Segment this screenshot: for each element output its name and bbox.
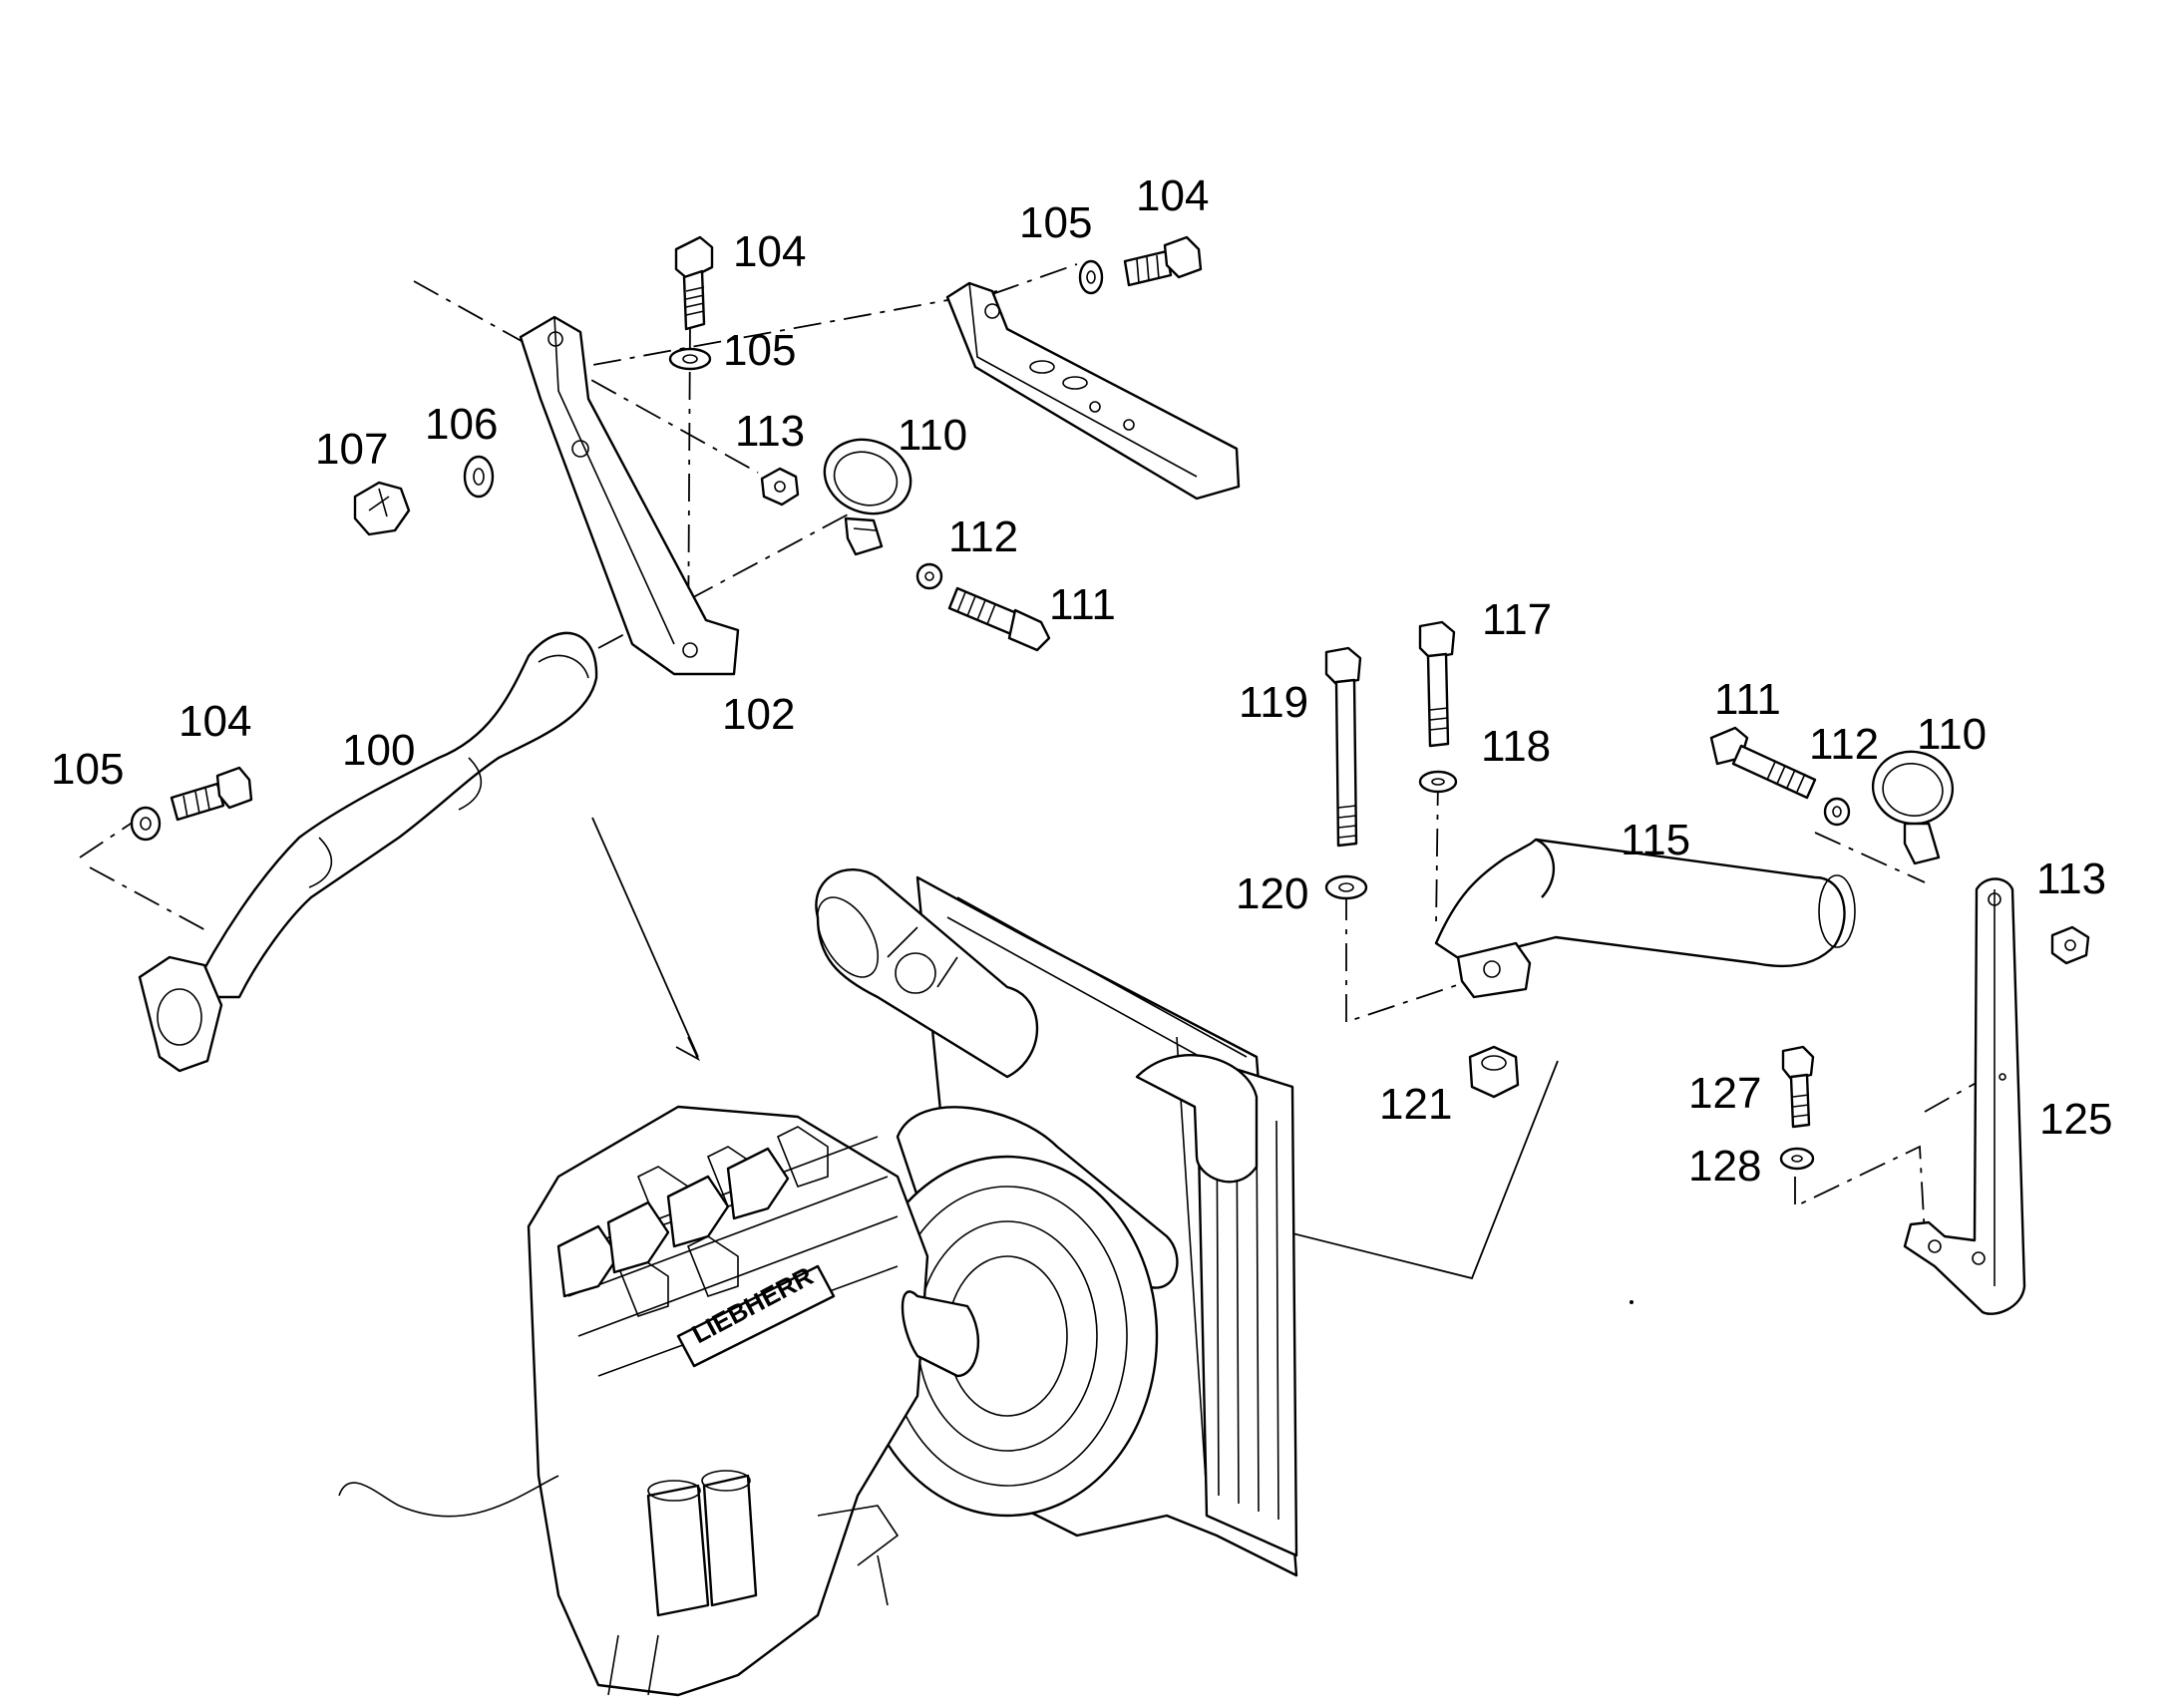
- callout-labels: 104 105 113 110 107 106 112 111 102 105 …: [51, 171, 2112, 1191]
- washer-118: [1418, 770, 1458, 794]
- nut-107: [353, 481, 411, 536]
- bolt-117: [1418, 620, 1456, 748]
- callout-112-top: 112: [948, 512, 1018, 561]
- bolt-104-top: [674, 235, 714, 331]
- washer-112-right: [1823, 797, 1851, 827]
- bolt-127: [1781, 1045, 1815, 1129]
- callout-119: 119: [1239, 678, 1308, 727]
- pipe-115: [1434, 838, 1856, 999]
- callout-102: 102: [722, 690, 795, 739]
- bracket-top-right: [945, 281, 1241, 501]
- bolt-111-top: [947, 586, 1051, 652]
- exhaust-pipe-100: [138, 631, 598, 1073]
- callout-125: 125: [2039, 1095, 2112, 1144]
- callout-128: 128: [1688, 1142, 1761, 1191]
- callout-127: 127: [1688, 1069, 1761, 1118]
- clamp-110-right: [1871, 750, 1955, 865]
- nut-113-top: [760, 467, 800, 507]
- callout-121: 121: [1379, 1080, 1452, 1129]
- washer-106: [463, 455, 495, 499]
- callout-104-top: 104: [733, 227, 806, 276]
- washer-105-top: [668, 347, 712, 371]
- callout-100: 100: [342, 726, 415, 775]
- washer-105-right: [1078, 259, 1104, 295]
- callout-107: 107: [315, 425, 388, 474]
- washer-120: [1324, 874, 1368, 900]
- callout-104-left: 104: [179, 697, 251, 746]
- callout-110-right: 110: [1917, 710, 1987, 759]
- callout-118: 118: [1481, 722, 1551, 771]
- washer-105-left: [130, 806, 162, 842]
- bolt-104-right: [1123, 235, 1203, 287]
- nut-113-right: [2050, 925, 2090, 965]
- bracket-102: [519, 315, 740, 676]
- callout-105-left: 105: [51, 745, 124, 794]
- callout-120: 120: [1236, 869, 1308, 918]
- bolt-119: [1324, 646, 1362, 848]
- callout-105-right: 105: [1019, 198, 1092, 247]
- callout-115: 115: [1621, 816, 1690, 864]
- callout-106: 106: [425, 400, 498, 449]
- engine-assembly: LIEBHERR: [338, 867, 1298, 1697]
- callout-110-top: 110: [898, 411, 967, 460]
- callout-113-top: 113: [735, 407, 805, 456]
- washer-112-top: [915, 562, 943, 590]
- bolt-104-left: [170, 766, 253, 822]
- callout-104-right: 104: [1136, 171, 1209, 220]
- bracket-125: [1903, 877, 2026, 1315]
- callout-111-top: 111: [1049, 580, 1116, 629]
- callout-113-right: 113: [2036, 854, 2106, 903]
- callout-112-right: 112: [1809, 720, 1879, 769]
- callout-111-right: 111: [1714, 675, 1781, 724]
- clamp-110-top: [823, 438, 912, 556]
- callout-117: 117: [1482, 595, 1552, 644]
- nut-121: [1468, 1045, 1520, 1099]
- bolt-111-right: [1709, 726, 1817, 800]
- callout-105-top: 105: [723, 326, 796, 375]
- washer-128: [1779, 1147, 1815, 1171]
